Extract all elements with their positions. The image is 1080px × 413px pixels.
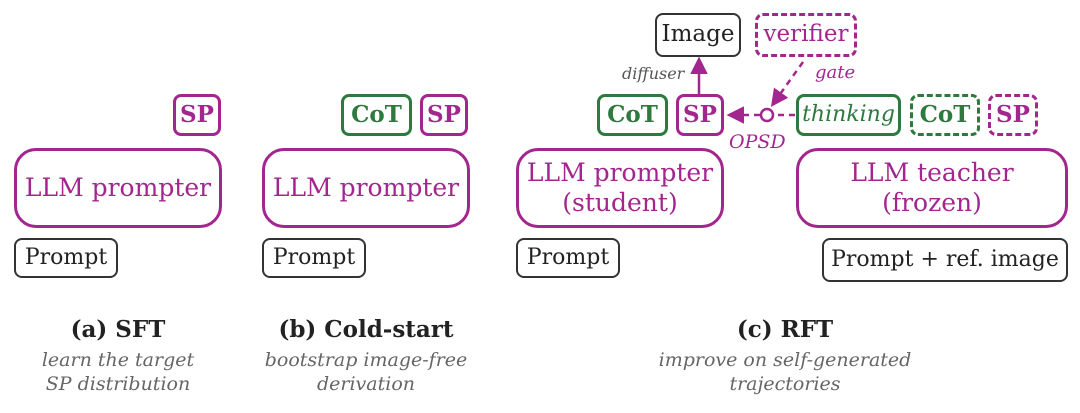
coldstart-prompt-box: Prompt bbox=[262, 238, 366, 278]
rft-prompt-box: Prompt bbox=[516, 238, 620, 278]
rft-student-line2: (student) bbox=[562, 188, 678, 217]
rft-teacher-cot-label: CoT bbox=[919, 101, 971, 129]
rft-sp-box: SP bbox=[676, 94, 724, 136]
sft-prompter-box: LLM prompter bbox=[14, 148, 222, 228]
coldstart-prompter-label: LLM prompter bbox=[272, 173, 460, 202]
sft-prompt-box: Prompt bbox=[14, 238, 118, 278]
rft-student-line1: LLM prompter bbox=[526, 158, 714, 187]
rft-teacher-line2: (frozen) bbox=[882, 188, 982, 217]
rft-student-box: LLM prompter (student) bbox=[516, 148, 724, 228]
coldstart-cot-box: CoT bbox=[341, 94, 412, 136]
coldstart-sp-label: SP bbox=[427, 101, 461, 129]
sft-sp-label: SP bbox=[180, 101, 214, 129]
coldstart-title: (b) Cold-start bbox=[278, 316, 454, 343]
gate-node bbox=[759, 107, 775, 123]
rft-subtitle-line2: trajectories bbox=[729, 372, 841, 395]
rft-thinking-label: thinking bbox=[802, 101, 895, 127]
coldstart-prompt-label: Prompt bbox=[272, 244, 356, 270]
rft-sp-label: SP bbox=[683, 101, 717, 129]
coldstart-caption: (b) Cold-start bootstrap image-free deri… bbox=[250, 316, 482, 397]
rft-subtitle-line1: improve on self-generated bbox=[658, 349, 912, 371]
sft-prompter-label: LLM prompter bbox=[24, 173, 212, 202]
coldstart-prompter-box: LLM prompter bbox=[262, 148, 470, 228]
gate-arrow bbox=[770, 61, 805, 107]
sft-sp-box: SP bbox=[173, 94, 221, 136]
sft-title: (a) SFT bbox=[70, 316, 166, 343]
rft-teacher-sp-label: SP bbox=[996, 101, 1030, 129]
sft-subtitle-line2: SP distribution bbox=[45, 372, 191, 395]
sft-prompt-label: Prompt bbox=[24, 244, 108, 270]
rft-cot-label: CoT bbox=[607, 101, 658, 129]
rft-teacher-box: LLM teacher (frozen) bbox=[796, 148, 1068, 228]
rft-teacher-sp-box: SP bbox=[988, 94, 1038, 136]
rft-teacher-line1: LLM teacher bbox=[850, 158, 1014, 187]
rft-cot-box: CoT bbox=[597, 94, 668, 136]
rft-teacher-prompt-box: Prompt + ref. image bbox=[822, 238, 1068, 282]
rft-thinking-box: thinking bbox=[796, 94, 901, 136]
rft-verifier-label: verifier bbox=[763, 21, 849, 48]
rft-verifier-box: verifier bbox=[755, 13, 857, 57]
sft-subtitle-line1: learn the target bbox=[41, 349, 195, 371]
coldstart-subtitle-line1: bootstrap image-free bbox=[264, 349, 468, 371]
rft-diffuser-label: diffuser bbox=[622, 64, 685, 83]
sft-caption: (a) SFT learn the target SP distribution bbox=[14, 316, 222, 397]
rft-image-box: Image bbox=[655, 13, 741, 57]
rft-opsd-label: OPSD bbox=[729, 131, 786, 153]
rft-image-label: Image bbox=[661, 21, 735, 48]
coldstart-sp-box: SP bbox=[420, 94, 468, 136]
rft-title: (c) RFT bbox=[736, 316, 834, 343]
coldstart-cot-label: CoT bbox=[351, 101, 402, 129]
coldstart-subtitle-line2: derivation bbox=[316, 372, 415, 395]
rft-teacher-cot-box: CoT bbox=[910, 94, 980, 136]
rft-gate-label: gate bbox=[815, 62, 856, 83]
rft-prompt-label: Prompt bbox=[526, 244, 610, 270]
rft-caption: (c) RFT improve on self-generated trajec… bbox=[620, 316, 950, 397]
rft-teacher-prompt-label: Prompt + ref. image bbox=[831, 246, 1059, 272]
